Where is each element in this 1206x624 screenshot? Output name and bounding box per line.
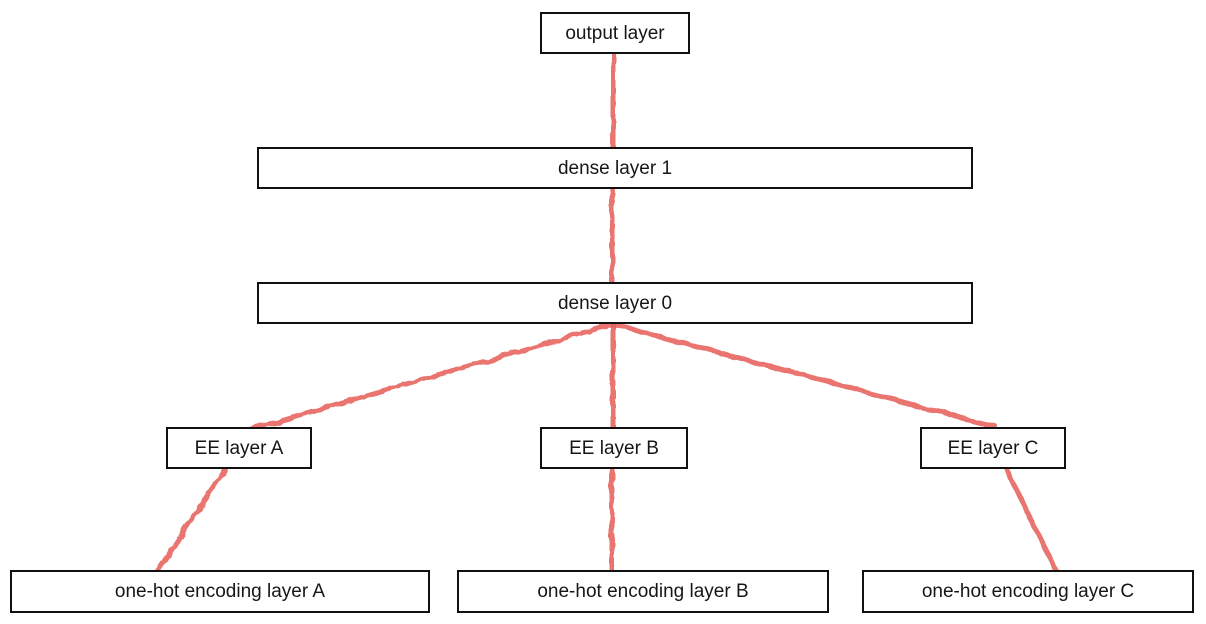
edge-ee-c-onehot-c (1003, 466, 1060, 575)
node-ee-layer-b: EE layer B (540, 427, 688, 469)
node-ee-layer-a: EE layer A (166, 427, 312, 469)
edge-ee-a-onehot-a (153, 466, 228, 575)
node-ee-layer-c: EE layer C (920, 427, 1066, 469)
edge-dense0-ee-a (248, 321, 616, 432)
node-dense-layer-1: dense layer 1 (257, 147, 973, 189)
node-one-hot-encoding-layer-b: one-hot encoding layer B (457, 570, 829, 613)
node-one-hot-encoding-layer-c: one-hot encoding layer C (862, 570, 1194, 613)
node-one-hot-encoding-layer-a: one-hot encoding layer A (10, 570, 430, 613)
edge-dense0-ee-c (610, 321, 999, 430)
node-output-layer: output layer (540, 12, 690, 54)
node-dense-layer-0: dense layer 0 (257, 282, 973, 324)
